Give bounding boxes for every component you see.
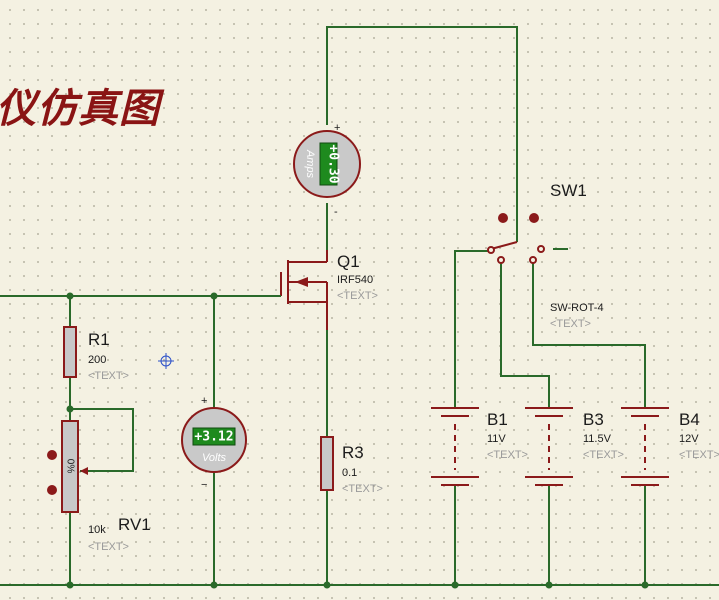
- ammeter-reading: +0.30: [326, 144, 341, 183]
- battery-b3[interactable]: B3 11.5V <TEXT>: [525, 407, 624, 486]
- rv1-decrease-button[interactable]: [47, 485, 57, 495]
- junction-dot: [451, 581, 459, 589]
- b3-value: 11.5V: [583, 433, 612, 445]
- ammeter-lcd: [319, 142, 338, 186]
- junction-dots: [66, 292, 649, 589]
- voltmeter-minus-label: −: [201, 479, 207, 491]
- sw1-next-button[interactable]: [529, 213, 539, 223]
- ammeter-minus-label: -: [334, 206, 338, 218]
- junction-dot: [641, 581, 649, 589]
- b4-text: <TEXT>: [679, 449, 719, 461]
- rv1-wiper-arrow: [80, 467, 88, 475]
- voltmeter-plus-label: +: [201, 395, 207, 407]
- resistor-r3[interactable]: R3 0.1 <TEXT>: [320, 436, 383, 495]
- b1-ref: B1: [487, 410, 508, 429]
- wires: [0, 26, 719, 586]
- q1-ref: Q1: [337, 252, 360, 271]
- r1-value: 200: [88, 354, 106, 366]
- potentiometer-rv1[interactable]: 0% RV1 10k <TEXT>: [47, 420, 151, 553]
- ammeter-unit: Amps: [304, 149, 316, 179]
- rv1-body: [61, 420, 79, 513]
- r3-ref: R3: [342, 443, 364, 462]
- ammeter-plus-label: +: [334, 122, 340, 134]
- r1-ref: R1: [88, 330, 110, 349]
- junction-dot: [66, 292, 74, 300]
- r3-value: 0.1: [342, 467, 357, 479]
- junction-dot: [545, 581, 553, 589]
- rv1-ref: RV1: [118, 515, 151, 534]
- voltmeter[interactable]: +3.12 Volts + −: [181, 395, 247, 491]
- diagram-title: 仪仿真图: [0, 85, 160, 132]
- b1-value: 11V: [487, 433, 506, 445]
- voltmeter-unit: Volts: [202, 452, 227, 464]
- q1-text: <TEXT>: [337, 290, 378, 302]
- mosfet-q1[interactable]: Q1 IRF540 <TEXT>: [250, 250, 378, 330]
- junction-dot: [66, 581, 74, 589]
- mosfet-arrow: [295, 277, 308, 287]
- b4-ref: B4: [679, 410, 700, 429]
- rotary-switch-sw1[interactable]: SW1 SW-ROT-4 <TEXT>: [487, 181, 604, 330]
- r3-text: <TEXT>: [342, 483, 383, 495]
- ammeter[interactable]: +0.30 Amps + -: [293, 122, 361, 218]
- sw1-ref: SW1: [550, 181, 587, 200]
- r1-text: <TEXT>: [88, 370, 129, 382]
- crosshair-cursor-icon: [158, 353, 174, 369]
- b1-text: <TEXT>: [487, 449, 528, 461]
- b3-ref: B3: [583, 410, 604, 429]
- b4-value: 12V: [679, 433, 699, 445]
- rv1-text: <TEXT>: [88, 541, 129, 553]
- sw1-value: SW-ROT-4: [550, 302, 604, 314]
- rv1-value: 10k: [88, 524, 106, 536]
- resistor-r1[interactable]: R1 200 <TEXT>: [63, 326, 129, 382]
- junction-dot: [210, 581, 218, 589]
- battery-b1[interactable]: B1 11V <TEXT>: [431, 407, 528, 486]
- junction-dot: [210, 292, 218, 300]
- b3-text: <TEXT>: [583, 449, 624, 461]
- sw1-prev-button[interactable]: [498, 213, 508, 223]
- junction-dot: [66, 405, 74, 413]
- sw1-text: <TEXT>: [550, 318, 591, 330]
- battery-b4[interactable]: B4 12V <TEXT>: [621, 407, 719, 486]
- voltmeter-lcd: [192, 427, 236, 446]
- rv1-percent: 0%: [64, 459, 75, 474]
- q1-value: IRF540: [337, 274, 373, 286]
- rv1-increase-button[interactable]: [47, 450, 57, 460]
- r1-body: [63, 326, 77, 378]
- r3-body: [320, 436, 334, 491]
- voltmeter-reading: +3.12: [194, 430, 233, 445]
- junction-dot: [323, 581, 331, 589]
